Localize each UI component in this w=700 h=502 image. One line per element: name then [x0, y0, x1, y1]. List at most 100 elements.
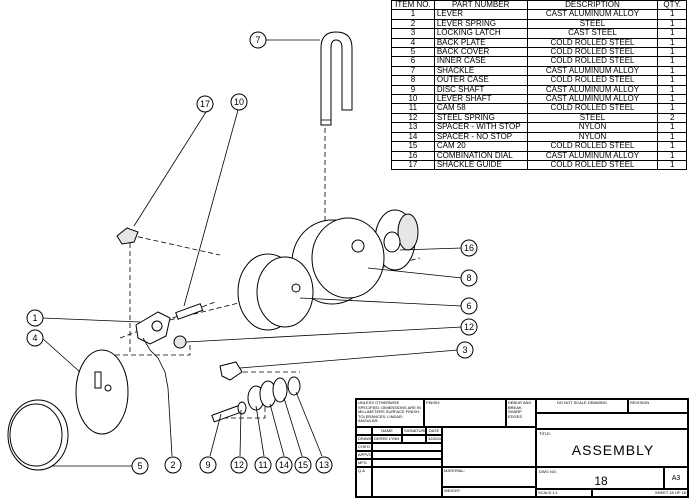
bom-item-no: 16 [391, 150, 435, 161]
bom-description: COLD ROLLED STEEL [526, 141, 659, 152]
callout-balloon: 6 [460, 297, 478, 315]
callout-balloon: 4 [26, 329, 44, 347]
bom-part-number: CAM 20 [433, 141, 528, 152]
bom-item-no: 17 [391, 159, 435, 171]
callout-label: 9 [205, 460, 210, 470]
steel-spring-part [173, 335, 187, 349]
mfg-row [372, 459, 442, 467]
callout-label: 4 [32, 333, 37, 343]
assembly-axis-line [129, 234, 221, 256]
callout-balloon: 17 [196, 95, 214, 113]
bom-item-no: 13 [391, 122, 435, 133]
callout-balloon: 8 [460, 269, 478, 287]
finish-label: FINISH: [424, 399, 506, 427]
appvd-label: APPV'D [356, 451, 372, 459]
tolerance-notes: UNLESS OTHERWISE SPECIFIED: DIMENSIONS A… [356, 399, 424, 427]
title-block: UNLESS OTHERWISE SPECIFIED: DIMENSIONS A… [355, 398, 689, 498]
do-not-scale-label: DO NOT SCALE DRAWING [536, 399, 628, 413]
col-signature: SIGNATURE [402, 427, 426, 435]
callout-label: 14 [279, 460, 289, 470]
bom-description: CAST ALUMINUM ALLOY [526, 150, 659, 161]
bom-part-number: LOCKING LATCH [433, 28, 528, 39]
drawn-name: DEREK LYNN [372, 435, 402, 443]
outer-case-part [291, 217, 385, 305]
weight-label: WEIGHT: [442, 487, 536, 497]
bom-qty: 1 [657, 103, 687, 114]
bom-part-number: CAM 58 [433, 103, 528, 114]
dwg-number: 18 [594, 474, 608, 488]
callout-label: 10 [234, 97, 244, 107]
callout-label: 1 [32, 313, 37, 323]
qa-row [372, 467, 442, 497]
bom-qty: 1 [657, 159, 687, 171]
callout-balloon: 12 [460, 318, 478, 336]
callout-balloon: 13 [315, 456, 333, 474]
bom-qty: 1 [657, 28, 687, 39]
col-name: NAME [372, 427, 402, 435]
bom-header-row: ITEM NO. PART NUMBER DESCRIPTION QTY. [391, 0, 687, 11]
bom-qty: 1 [657, 150, 687, 161]
drawn-date: 12/5/11 [426, 435, 442, 443]
callout-balloon: 11 [254, 456, 272, 474]
callout-label: 17 [200, 99, 210, 109]
bom-qty: 1 [657, 141, 687, 152]
callout-balloon: 3 [456, 341, 474, 359]
bom-description: CAST STEEL [526, 28, 659, 39]
rev-blank [536, 413, 688, 429]
bom-item-no: 6 [391, 56, 435, 67]
material-label: MATERIAL: [442, 467, 536, 487]
callout-label: 11 [258, 460, 267, 470]
callout-balloon: 5 [131, 457, 149, 475]
bom-qty: 1 [657, 122, 687, 133]
bom-part-number: INNER CASE [433, 56, 528, 67]
callout-label: 16 [464, 243, 474, 253]
lever-spring-part [142, 337, 169, 389]
locking-latch-part [219, 361, 243, 381]
assembly-axis-line [115, 345, 191, 356]
bom-part-number: SHACKLE GUIDE [433, 159, 528, 171]
lever-part [135, 311, 171, 345]
chkd-label: CHK'D [356, 443, 372, 451]
bom-item-no: 15 [391, 141, 435, 152]
mfg-label: MFG [356, 459, 372, 467]
bom-qty: 1 [657, 56, 687, 67]
callout-balloon: 16 [460, 239, 478, 257]
callout-label: 12 [464, 322, 474, 332]
callout-balloon: 12 [230, 456, 248, 474]
callout-balloon: 9 [199, 456, 217, 474]
combination-dial-part [374, 209, 419, 271]
appvd-row [372, 451, 442, 459]
scale-label: SCALE:1:1 [536, 489, 592, 497]
callout-balloon: 2 [164, 456, 182, 474]
deburr-label: DEBUR AND BREAK SHARP EDGES [506, 399, 536, 427]
bom-description: COLD ROLLED STEEL [526, 56, 659, 67]
bom-item-no: 8 [391, 75, 435, 86]
sheet-size: A3 [664, 467, 688, 489]
bom-item-no: 11 [391, 103, 435, 114]
header-blank [356, 427, 372, 435]
bom-part-number: COMBINATION DIAL [433, 150, 528, 161]
callout-label: 8 [466, 273, 471, 283]
callout-balloon: 14 [275, 456, 293, 474]
bom-description: CAST ALUMINUM ALLOY [526, 9, 659, 20]
callout-label: 13 [319, 460, 329, 470]
callout-label: 15 [298, 460, 308, 470]
bom-description: COLD ROLLED STEEL [526, 159, 659, 171]
